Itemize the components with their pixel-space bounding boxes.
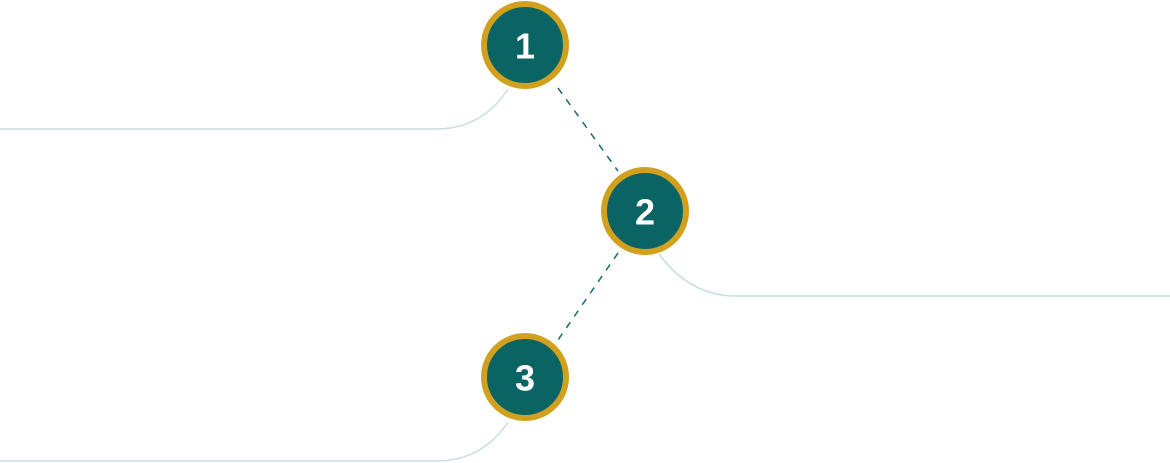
step-3-node: 3 <box>481 333 569 421</box>
leader-line-step-3 <box>0 421 509 462</box>
leader-line-step-1 <box>0 88 509 130</box>
step-2-node: 2 <box>601 167 689 255</box>
dashed-connector-1-2 <box>557 87 619 172</box>
leader-line-step-2 <box>658 253 1170 297</box>
step-2-circle <box>601 167 689 255</box>
dashed-connector-2-3 <box>557 252 619 341</box>
step-1-node: 1 <box>481 1 569 89</box>
step-1-circle <box>481 1 569 89</box>
step-3-number: 3 <box>515 358 535 399</box>
step-2-number: 2 <box>635 192 655 233</box>
step-1-number: 1 <box>515 26 535 67</box>
step-3-circle <box>481 333 569 421</box>
